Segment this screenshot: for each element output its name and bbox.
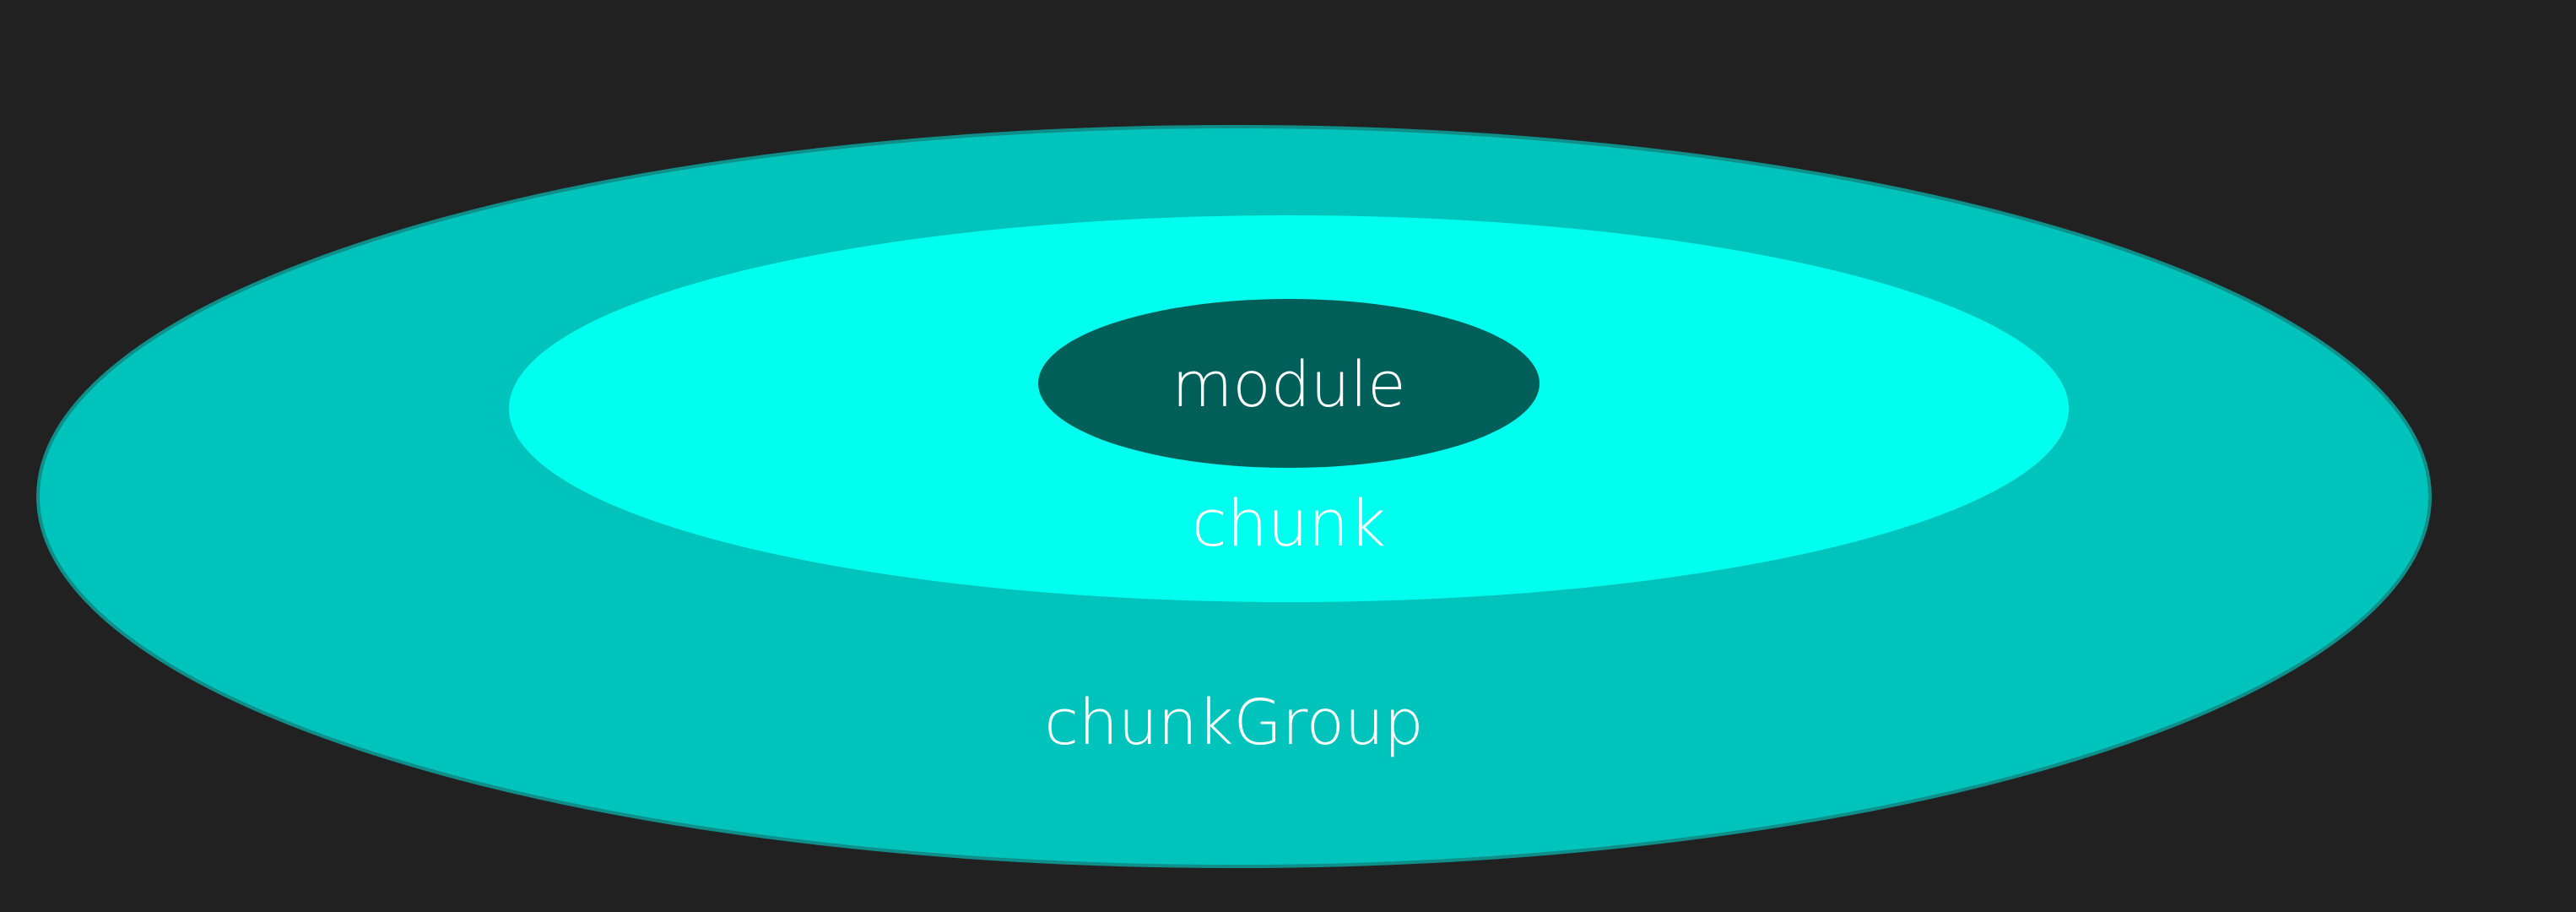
module-label: module: [1172, 349, 1406, 421]
chunkgroup-label: chunkGroup: [1044, 687, 1424, 759]
module-ellipse: [1038, 299, 1540, 468]
chunk-label: chunk: [1191, 486, 1387, 561]
